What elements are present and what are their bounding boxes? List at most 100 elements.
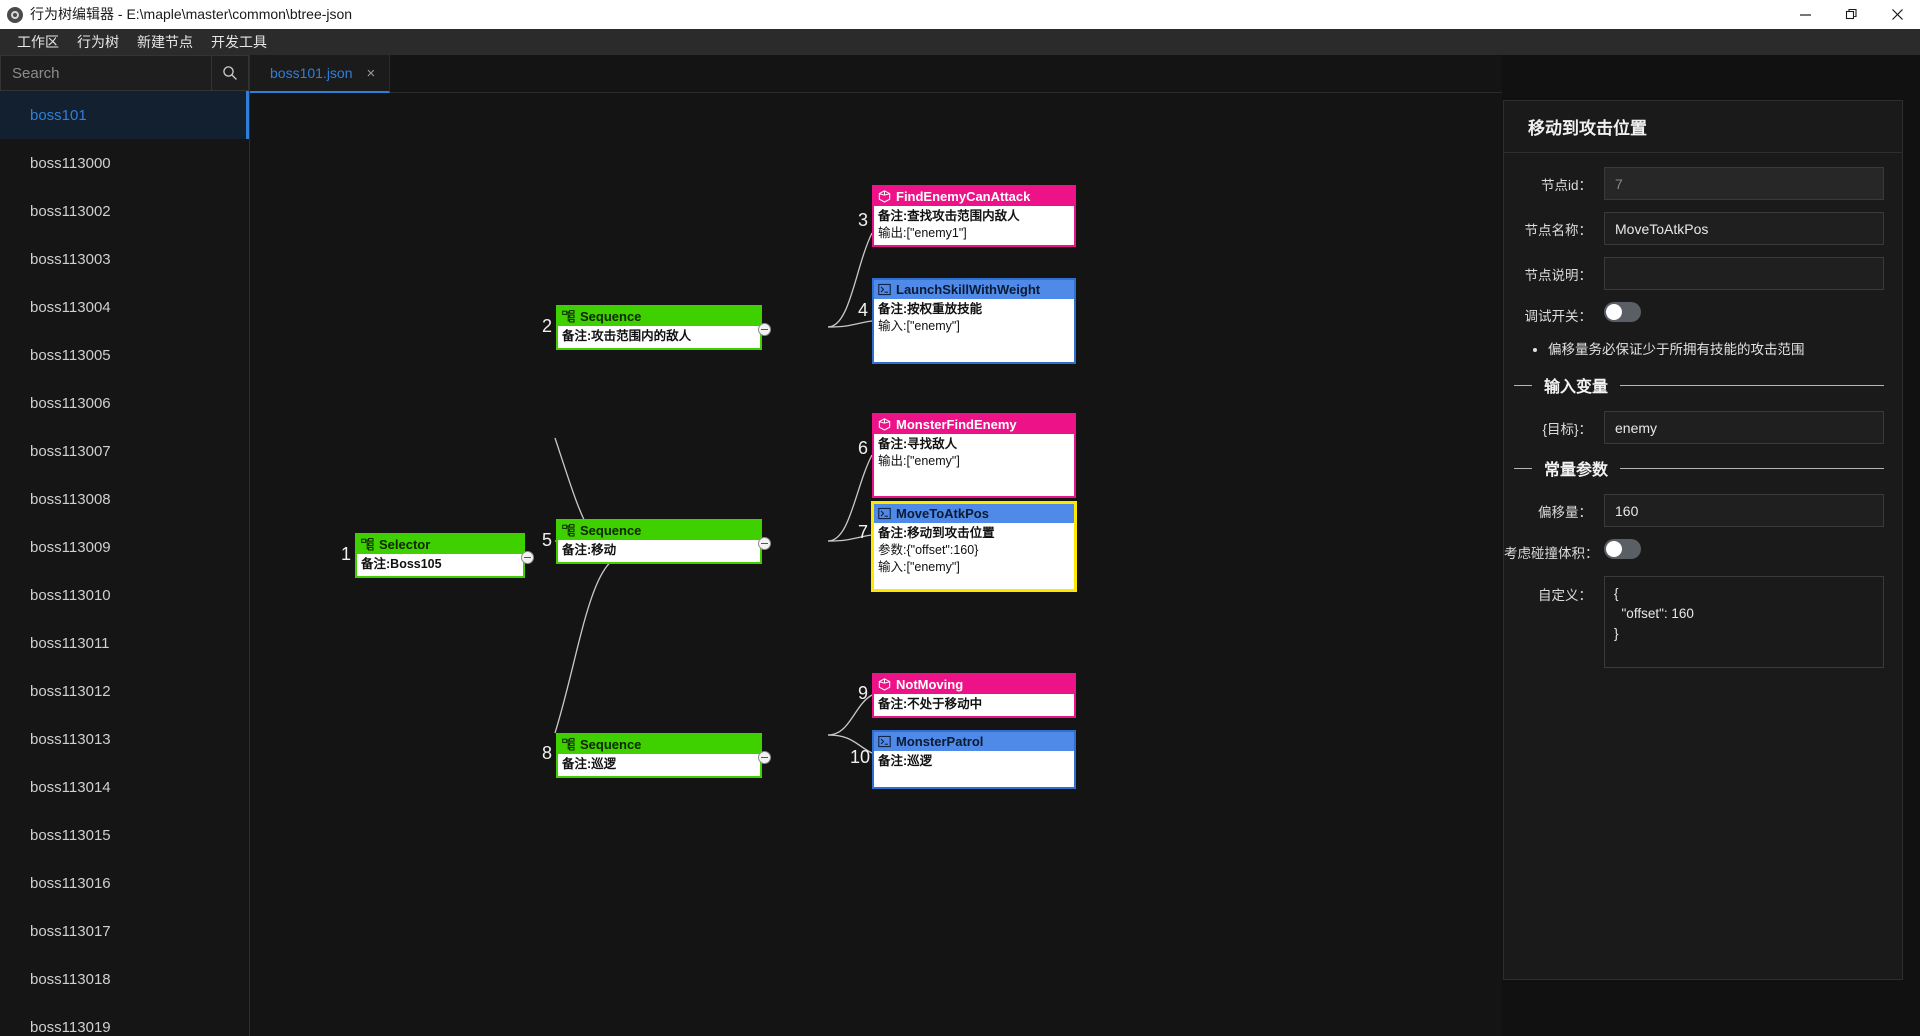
node-selector[interactable]: Selector 备注:Boss105 — [355, 533, 534, 578]
sidebar-item-boss113005[interactable]: boss113005 — [0, 331, 249, 379]
custom-json-textarea[interactable]: { "offset": 160 } — [1604, 576, 1884, 668]
node-launch-skill-with-weight[interactable]: LaunchSkillWithWeight 备注:按权重放技能 输入:["ene… — [872, 278, 1076, 364]
list-item-label: boss113000 — [30, 154, 111, 172]
node-id-input — [1604, 167, 1884, 200]
inspector-panel: 移动到攻击位置 节点id： 节点名称： 节点说明： — [1503, 100, 1903, 980]
input-target-field[interactable] — [1604, 411, 1884, 444]
restore-icon[interactable] — [1828, 0, 1874, 29]
section-rule — [1620, 467, 1884, 469]
menu-item-behavior-tree[interactable]: 行为树 — [77, 34, 119, 50]
node-index-6: 6 — [858, 438, 869, 458]
field-control — [1604, 539, 1884, 564]
list-item-label: boss113018 — [30, 970, 111, 988]
close-icon[interactable] — [1874, 0, 1920, 29]
tab-boss101-json[interactable]: boss101.json × — [250, 55, 391, 93]
node-output-port[interactable] — [521, 551, 534, 564]
node-desc-input[interactable] — [1604, 257, 1884, 290]
node-body: 备注:不处于移动中 — [874, 694, 1074, 716]
sidebar-item-boss113015[interactable]: boss113015 — [0, 811, 249, 859]
sidebar-item-boss113019[interactable]: boss113019 — [0, 1003, 249, 1036]
graph-canvas[interactable]: 1 Selector 备注:Boss105 2 — [250, 93, 1502, 1036]
sidebar-item-boss113010[interactable]: boss113010 — [0, 571, 249, 619]
menu-item-new-node[interactable]: 新建节点 — [137, 34, 193, 50]
node-header: MonsterFindEnemy — [874, 415, 1074, 434]
field-control — [1604, 494, 1884, 527]
node-title: NotMoving — [896, 677, 964, 692]
collide-toggle[interactable] — [1604, 539, 1641, 559]
sidebar-item-boss113002[interactable]: boss113002 — [0, 187, 249, 235]
sidebar-item-boss113000[interactable]: boss113000 — [0, 139, 249, 187]
node-monster-patrol[interactable]: MonsterPatrol 备注:巡逻 — [872, 730, 1076, 789]
debug-toggle[interactable] — [1604, 302, 1641, 322]
node-index-8: 8 — [542, 743, 553, 763]
list-item-label: boss113015 — [30, 826, 111, 844]
list-item-label: boss113005 — [30, 346, 111, 364]
node-sequence-patrol[interactable]: Sequence 备注:巡逻 — [556, 733, 771, 778]
node-index-1: 1 — [341, 544, 352, 564]
node-move-to-atk-pos[interactable]: MoveToAtkPos 备注:移动到攻击位置 参数:{"offset":160… — [871, 501, 1077, 592]
list-item-label: boss113016 — [30, 874, 111, 892]
node-line: 输入:["enemy"] — [878, 560, 960, 574]
field-custom-json: 自定义： { "offset": 160 } — [1504, 576, 1884, 673]
search-icon[interactable] — [211, 56, 248, 90]
sidebar-item-boss113009[interactable]: boss113009 — [0, 523, 249, 571]
node-body: 备注:巡逻 — [558, 754, 760, 776]
node-output-port[interactable] — [758, 751, 771, 764]
action-terminal-icon — [878, 283, 891, 296]
sidebar-item-boss113003[interactable]: boss113003 — [0, 235, 249, 283]
action-terminal-icon — [878, 735, 891, 748]
field-label: 考虑碰撞体积： — [1504, 545, 1599, 561]
node-find-enemy-can-attack[interactable]: FindEnemyCanAttack 备注:查找攻击范围内敌人 输出:["ene… — [872, 185, 1076, 247]
tree-composite-icon — [562, 524, 575, 537]
search-input[interactable] — [1, 56, 211, 90]
node-monster-find-enemy[interactable]: MonsterFindEnemy 备注:寻找敌人 输出:["enemy"] — [872, 413, 1076, 498]
node-output-port[interactable] — [758, 323, 771, 336]
sidebar-item-boss113008[interactable]: boss113008 — [0, 475, 249, 523]
window-title: 行为树编辑器 - E:\maple\master\common\btree-js… — [30, 6, 353, 22]
field-node-desc: 节点说明： — [1504, 257, 1884, 290]
node-line: 备注:寻找敌人 — [878, 437, 958, 451]
list-item-label: boss113006 — [30, 394, 111, 412]
sidebar-item-boss113006[interactable]: boss113006 — [0, 379, 249, 427]
list-item-label: boss113008 — [30, 490, 111, 508]
file-list[interactable]: boss101 boss113000 boss113002 boss113003… — [0, 91, 249, 1036]
offset-input[interactable] — [1604, 494, 1884, 527]
field-input-target: {目标}： — [1504, 411, 1884, 444]
field-label: 自定义： — [1538, 588, 1592, 603]
node-index-5: 5 — [542, 530, 553, 550]
node-body: 备注:按权重放技能 输入:["enemy"] — [874, 299, 1074, 338]
menu-item-workspace[interactable]: 工作区 — [17, 34, 59, 50]
collapse-dash-icon[interactable] — [1514, 384, 1532, 386]
node-sequence-move[interactable]: Sequence 备注:移动 — [556, 519, 771, 564]
action-terminal-icon — [878, 507, 891, 520]
minimize-icon[interactable] — [1782, 0, 1828, 29]
node-line: 备注:巡逻 — [562, 757, 617, 771]
list-item-label: boss113017 — [30, 922, 111, 940]
sidebar-item-boss113013[interactable]: boss113013 — [0, 715, 249, 763]
tab-bar: boss101.json × — [250, 55, 1502, 93]
inspector-title: 移动到攻击位置 — [1504, 101, 1902, 153]
node-not-moving[interactable]: NotMoving 备注:不处于移动中 — [872, 673, 1076, 718]
sidebar-item-boss113004[interactable]: boss113004 — [0, 283, 249, 331]
search-row — [0, 55, 249, 91]
node-output-port[interactable] — [758, 537, 771, 550]
field-control — [1604, 302, 1884, 327]
condition-cube-icon — [878, 678, 891, 691]
sidebar-item-boss113012[interactable]: boss113012 — [0, 667, 249, 715]
sidebar-item-boss113018[interactable]: boss113018 — [0, 955, 249, 1003]
node-name-input[interactable] — [1604, 212, 1884, 245]
sidebar-item-boss113016[interactable]: boss113016 — [0, 859, 249, 907]
node-sequence-attack[interactable]: Sequence 备注:攻击范围内的敌人 — [556, 305, 771, 350]
menu-item-dev-tools[interactable]: 开发工具 — [211, 34, 267, 50]
sidebar-item-boss101[interactable]: boss101 — [0, 91, 249, 139]
sidebar-item-boss113007[interactable]: boss113007 — [0, 427, 249, 475]
tree-composite-icon — [361, 538, 374, 551]
sidebar-item-boss113011[interactable]: boss113011 — [0, 619, 249, 667]
field-label: 偏移量： — [1538, 504, 1592, 520]
sidebar-item-boss113017[interactable]: boss113017 — [0, 907, 249, 955]
close-icon[interactable]: × — [366, 64, 376, 82]
collapse-dash-icon[interactable] — [1514, 467, 1532, 469]
node-body: 备注:攻击范围内的敌人 — [558, 326, 760, 348]
sidebar-item-boss113014[interactable]: boss113014 — [0, 763, 249, 811]
